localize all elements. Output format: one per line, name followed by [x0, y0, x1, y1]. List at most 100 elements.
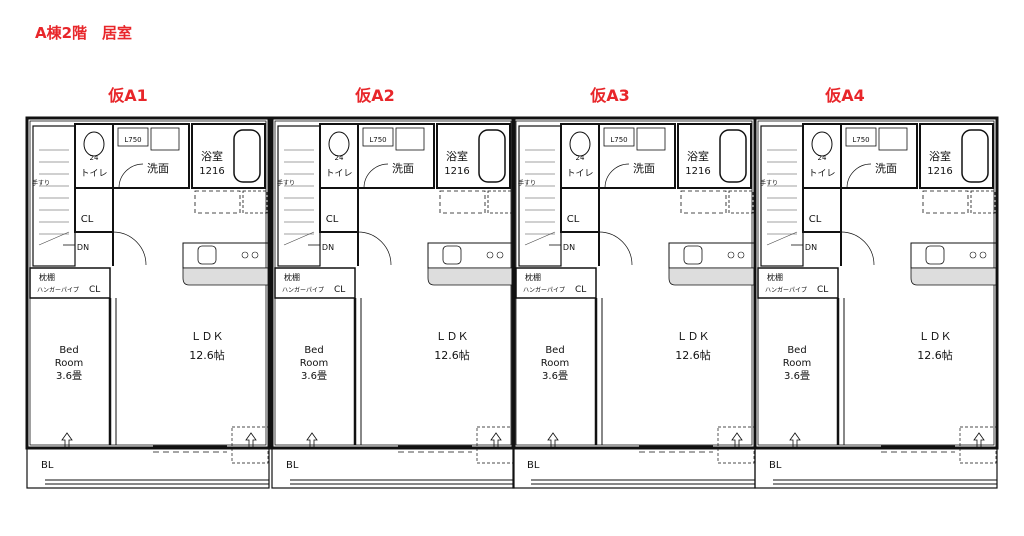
sink-icon	[442, 245, 462, 265]
closet	[802, 187, 842, 233]
ldk-size: 12.6帖	[675, 349, 711, 362]
hanger-pipe-label: ハンガーパイプ	[37, 286, 79, 294]
wardrobe	[757, 267, 839, 299]
vanity-icon	[845, 127, 877, 147]
shelf-label: 枕棚	[284, 272, 300, 282]
vanity-icon	[117, 127, 149, 147]
ldk-label: ＬＤＫ	[191, 330, 224, 343]
shelf-label: 枕棚	[767, 272, 783, 282]
closet-label: CL	[81, 214, 94, 225]
bed-size: 3.6畳	[784, 370, 810, 382]
wardrobe-cl-label: CL	[575, 285, 586, 295]
unit-plan-3: 手すり DN 24 トイレ L750 洗面 浴室 1216 CL	[511, 116, 757, 489]
bed-size: 3.6畳	[301, 370, 327, 382]
washroom-label: 洗面	[147, 162, 169, 175]
toilet-label: トイレ	[808, 169, 835, 179]
sink-icon	[683, 245, 703, 265]
washroom-label: 洗面	[392, 162, 414, 175]
down-label: DN	[77, 243, 89, 252]
wardrobe-cl-label: CL	[334, 285, 345, 295]
bathtub-icon	[719, 129, 747, 183]
toilet-size: 24	[576, 154, 585, 162]
stove-icon	[486, 251, 494, 259]
balcony	[754, 447, 998, 489]
stove-icon	[727, 251, 735, 259]
balcony-label: BL	[769, 460, 782, 471]
closet-label: CL	[326, 214, 339, 225]
unit-title-a2: 仮A2	[355, 86, 395, 105]
toilet-size: 24	[90, 154, 99, 162]
kitchen-counter	[427, 242, 514, 269]
ldk-label: ＬＤＫ	[677, 330, 710, 343]
toilet-icon	[328, 131, 350, 157]
window-arrow-icon	[245, 432, 257, 447]
bath-size: 1216	[927, 166, 952, 177]
toilet-label: トイレ	[566, 169, 593, 179]
ldk-size: 12.6帖	[189, 349, 225, 362]
toilet-icon	[811, 131, 833, 157]
bath-size: 1216	[685, 166, 710, 177]
hanger-pipe-label: ハンガーパイプ	[523, 286, 565, 294]
hanger-pipe-label: ハンガーパイプ	[282, 286, 324, 294]
vanity-label: L750	[124, 136, 141, 144]
sink-icon	[197, 245, 217, 265]
bathroom	[436, 123, 511, 189]
handrail-label: 手すり	[277, 179, 295, 187]
closet	[74, 187, 114, 233]
bed-label: Bed	[787, 345, 806, 356]
down-label: DN	[322, 243, 334, 252]
unit-plan-2: 手すり DN 24 トイレ L750 洗面 浴室 1216 CL	[270, 116, 516, 489]
balcony-label: BL	[527, 460, 540, 471]
down-label: DN	[563, 243, 575, 252]
washroom-label: 洗面	[633, 162, 655, 175]
shelf-label: 枕棚	[525, 272, 541, 282]
bathtub-icon	[478, 129, 506, 183]
bathroom	[191, 123, 266, 189]
room-label: Room	[541, 358, 569, 369]
closet-label: CL	[809, 214, 822, 225]
toilet-size: 24	[335, 154, 344, 162]
bed-label: Bed	[545, 345, 564, 356]
toilet-icon	[83, 131, 105, 157]
unit-plan-1: 手すり DN 24 トイレ L750 洗面 浴室 1216 CL	[25, 116, 271, 489]
bathroom	[677, 123, 752, 189]
wardrobe	[29, 267, 111, 299]
wardrobe	[515, 267, 597, 299]
bathroom	[919, 123, 994, 189]
toilet-size: 24	[818, 154, 827, 162]
ldk-label: ＬＤＫ	[436, 330, 469, 343]
room-label: Room	[300, 358, 328, 369]
balcony	[26, 447, 270, 489]
toilet-label: トイレ	[325, 169, 352, 179]
bath-label: 浴室	[201, 149, 223, 163]
shelf-label: 枕棚	[39, 272, 55, 282]
bed-size: 3.6畳	[542, 370, 568, 382]
window-arrow-icon	[973, 432, 985, 447]
bath-label: 浴室	[446, 149, 468, 163]
unit-title-a1: 仮A1	[108, 86, 148, 105]
room-label: Room	[783, 358, 811, 369]
toilet-label: トイレ	[80, 169, 107, 179]
balcony-label: BL	[41, 460, 54, 471]
unit-title-a4: 仮A4	[825, 86, 865, 105]
closet	[560, 187, 600, 233]
window-arrow-icon	[731, 432, 743, 447]
balcony-label: BL	[286, 460, 299, 471]
unit-title-a3: 仮A3	[590, 86, 630, 105]
handrail-label: 手すり	[32, 179, 50, 187]
window-arrow-icon	[490, 432, 502, 447]
washer-icon	[150, 127, 180, 151]
bath-label: 浴室	[929, 149, 951, 163]
window-arrow-icon	[789, 432, 801, 447]
washer-icon	[878, 127, 908, 151]
wardrobe-cl-label: CL	[817, 285, 828, 295]
vanity-label: L750	[852, 136, 869, 144]
stove-icon	[969, 251, 977, 259]
sink-icon	[925, 245, 945, 265]
page-title: A棟2階 居室	[35, 24, 133, 42]
hanger-pipe-label: ハンガーパイプ	[765, 286, 807, 294]
washer-icon	[395, 127, 425, 151]
ldk-size: 12.6帖	[917, 349, 953, 362]
washroom	[840, 123, 918, 189]
